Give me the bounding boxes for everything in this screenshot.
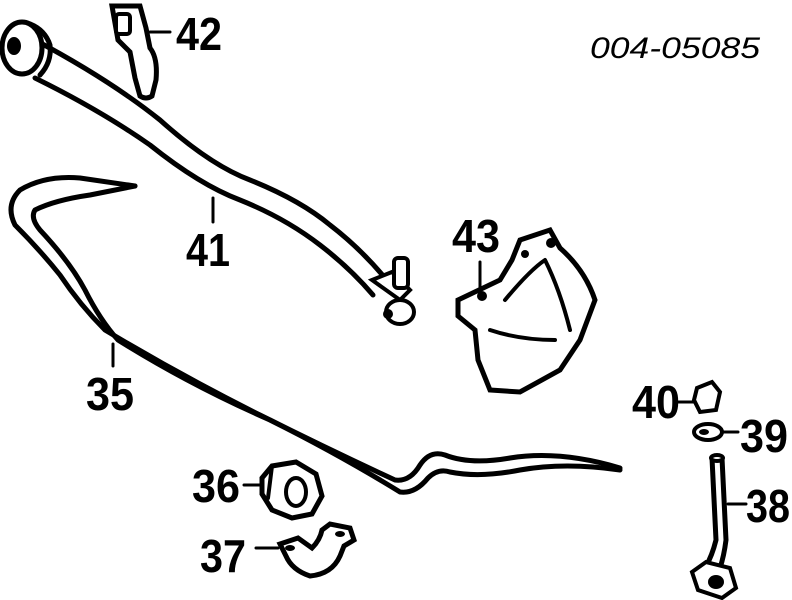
reference-code: 004-05085 [590, 32, 760, 65]
part-41-strut-rod [0, 19, 416, 326]
part-37-bushing-clamp [254, 521, 358, 579]
callout-35: 35 [86, 368, 134, 420]
callout-42: 42 [176, 8, 222, 60]
callout-36: 36 [192, 460, 240, 512]
part-39-washer [692, 422, 740, 442]
callout-41: 41 [186, 224, 230, 276]
callout-39: 39 [740, 410, 788, 462]
callout-43: 43 [452, 210, 500, 262]
part-35-stabilizer-bar [8, 175, 623, 495]
part-43-mounting-bracket [455, 226, 598, 395]
part-40-bushing [676, 379, 723, 415]
callout-40: 40 [632, 376, 680, 428]
callout-37: 37 [200, 530, 246, 582]
part-42-bracket [109, 3, 172, 101]
callout-38: 38 [746, 480, 790, 532]
part-38-stabilizer-link [689, 453, 748, 600]
part-36-bar-bushing [242, 459, 325, 521]
